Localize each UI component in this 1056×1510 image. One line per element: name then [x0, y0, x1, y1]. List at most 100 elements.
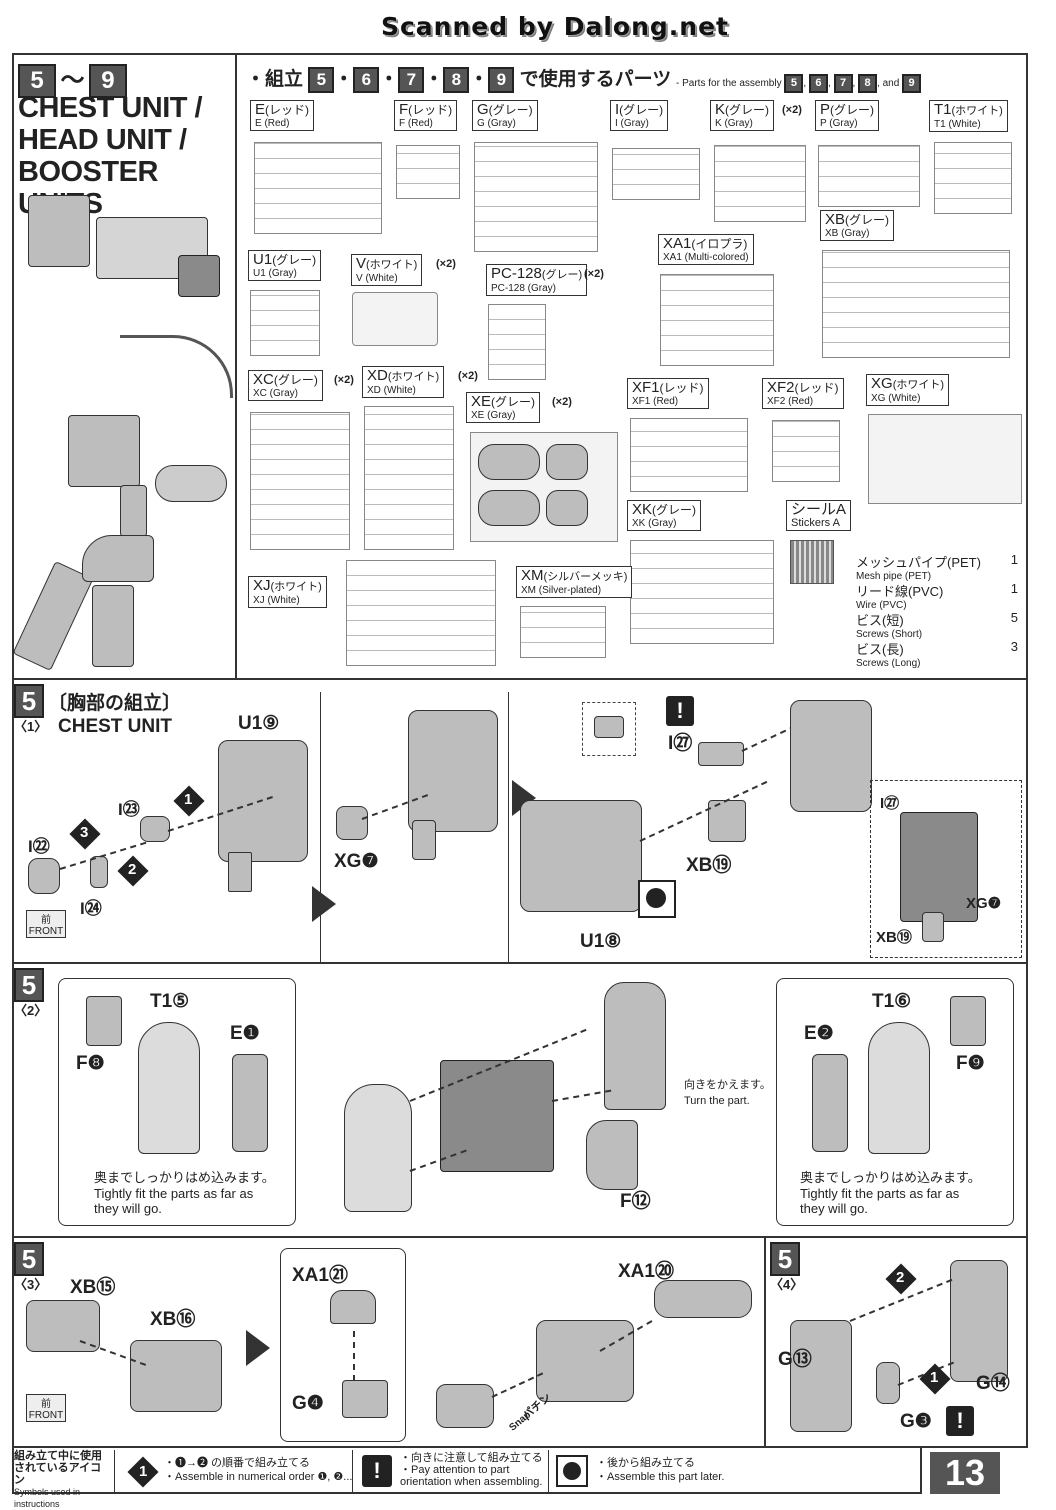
runner-f-sprue	[396, 145, 460, 199]
e-part-1	[232, 1054, 268, 1152]
runner-k-sprue	[714, 145, 806, 222]
order-num-2: 2	[128, 861, 137, 878]
order-num-4-2: 2	[896, 1269, 905, 1286]
detail-callout	[870, 780, 1022, 958]
i-part-22	[28, 858, 60, 894]
legend-bar	[12, 1448, 922, 1494]
label-t1-5: T1⑤	[150, 991, 190, 1012]
runner-i-sprue	[612, 148, 700, 200]
step-5-4-number: 5	[770, 1242, 800, 1276]
booster-unit-illustration	[12, 525, 172, 672]
runner-xd-sprue	[364, 406, 454, 550]
parts-panel	[12, 53, 1028, 680]
runner-xc-multiplier: (×2)	[334, 374, 354, 386]
step-5-3-number: 5	[14, 1242, 44, 1276]
step-5-1-divider-b	[508, 692, 509, 962]
step-5-3-sub: 〈3〉	[14, 1277, 48, 1292]
label-xb-16: XB⑯	[150, 1309, 196, 1330]
e-part-2	[812, 1054, 848, 1152]
scan-watermark: Scanned by Dalong.net	[380, 12, 729, 41]
order-num-1: 1	[184, 791, 193, 808]
step-5-2-panel	[12, 964, 1028, 1238]
t1-part-6	[868, 1022, 930, 1154]
f-part-8	[86, 996, 122, 1046]
xa1-part-20	[654, 1280, 752, 1318]
label-i-24: I㉔	[80, 899, 102, 918]
runner-label-t1: T1(ホワイト)T1 (White)	[929, 100, 1008, 132]
f-part-9	[950, 996, 986, 1046]
legend-later-icon	[556, 1455, 588, 1487]
runner-xf1-sprue	[630, 418, 748, 492]
step-5-3-panel	[12, 1238, 764, 1448]
legend-title: 組み立て中に使用されているアイコン Symbols used in instru…	[14, 1450, 102, 1509]
u1-part-9	[218, 740, 308, 862]
label-xa1-21: XA1㉑	[292, 1265, 348, 1286]
g-part-4	[342, 1380, 388, 1418]
runner-xd-multiplier: (×2)	[458, 370, 478, 382]
parts-en-step-8: 8	[858, 74, 878, 93]
i-part-23	[140, 816, 170, 842]
g-part-13	[790, 1320, 852, 1432]
i-27-callout	[582, 702, 636, 756]
fit-note-right-en: Tightly fit the parts as far as they wil…	[800, 1186, 960, 1216]
label-e-1: E❶	[230, 1023, 260, 1044]
runner-label-xm: XM(シルバーメッキ)XM (Silver-plated)	[516, 566, 633, 598]
step-range: 5 〜 9	[18, 60, 127, 98]
legend-order-text: ・❶→❷ の順番で組み立てる ・Assemble in numerical or…	[164, 1457, 353, 1483]
u1-part-8	[520, 800, 642, 912]
step-5-4-sub: 〈4〉	[770, 1277, 804, 1292]
runner-label-xg: XG(ホワイト)XG (White)	[866, 374, 950, 406]
assembly-line-10	[353, 1331, 355, 1381]
label-f-12: F⑫	[620, 1191, 651, 1212]
orientation-warning-icon: !	[666, 696, 694, 726]
runner-label-xa1: XA1(イロプラ)XA1 (Multi-colored)	[658, 234, 754, 265]
page-number: 13	[930, 1452, 1000, 1494]
step-5-1-title-jp: 〔胸部の組立〕	[48, 693, 182, 714]
parts-header-en-text: - Parts for the assembly	[676, 78, 782, 89]
label-t1-6: T1⑥	[872, 991, 912, 1012]
runner-pc128-sprue	[488, 304, 546, 380]
i-part-27-callout	[594, 716, 624, 738]
runner-xm-sprue	[520, 606, 606, 658]
step-5-1-panel	[12, 680, 1028, 964]
label-g-4: G❹	[292, 1393, 324, 1414]
step-5-1-number: 5	[14, 684, 44, 718]
legend-sep-1	[114, 1450, 115, 1492]
parts-header-jp-prefix: ・組立	[246, 69, 304, 90]
g-part-3	[876, 1362, 900, 1404]
left-detail-box	[58, 978, 296, 1226]
parts-header-en-and: and	[882, 78, 900, 89]
runner-g-sprue	[474, 142, 598, 252]
label-i-27: I㉗	[668, 733, 693, 754]
detail-label-xg-7: XG❼	[966, 895, 1002, 912]
detail-label-xb-19: XB⑲	[876, 929, 912, 946]
label-g-14: G⑭	[976, 1373, 1010, 1394]
label-i-23: I㉓	[118, 800, 140, 819]
parts-header: ・組立 5・6・7・8・9 で使用するパーツ	[246, 64, 671, 93]
t1-part-5	[138, 1022, 200, 1154]
parts-en-step-9: 9	[902, 74, 922, 93]
runner-xj-sprue	[346, 560, 496, 666]
f-part-12	[586, 1120, 638, 1190]
runner-pc128-multiplier: (×2)	[584, 268, 604, 280]
runner-label-k: K(グレー)K (Gray)	[710, 100, 775, 131]
label-u1-8: U1⑧	[580, 931, 622, 952]
assembled-neck	[536, 1320, 634, 1402]
u1-part-9-stem	[228, 852, 252, 892]
legend-warning-text: ・向きに注意して組み立てる ・Pay attention to part ori…	[400, 1452, 543, 1488]
parts-step-7: 7	[398, 67, 425, 93]
detail-label-i-27: I㉗	[880, 795, 900, 812]
step-5-1-sub: 〈1〉	[14, 719, 48, 734]
next-arrow-1	[312, 886, 336, 922]
parts-en-step-7: 7	[833, 74, 853, 93]
parts-en-step-6: 6	[808, 74, 828, 93]
orientation-warning-icon-2: !	[946, 1406, 974, 1436]
xb-part-16	[130, 1340, 222, 1412]
front-badge-2: 前 FRONT	[26, 1394, 66, 1422]
runner-xa1-sprue	[660, 274, 774, 366]
label-f-9: F❾	[956, 1053, 985, 1074]
legend-sep-2	[352, 1450, 353, 1492]
extra-item-screws-long: ビス(長)3 Screws (Long)	[856, 639, 1018, 669]
u1-part-9-stage2	[790, 700, 872, 812]
